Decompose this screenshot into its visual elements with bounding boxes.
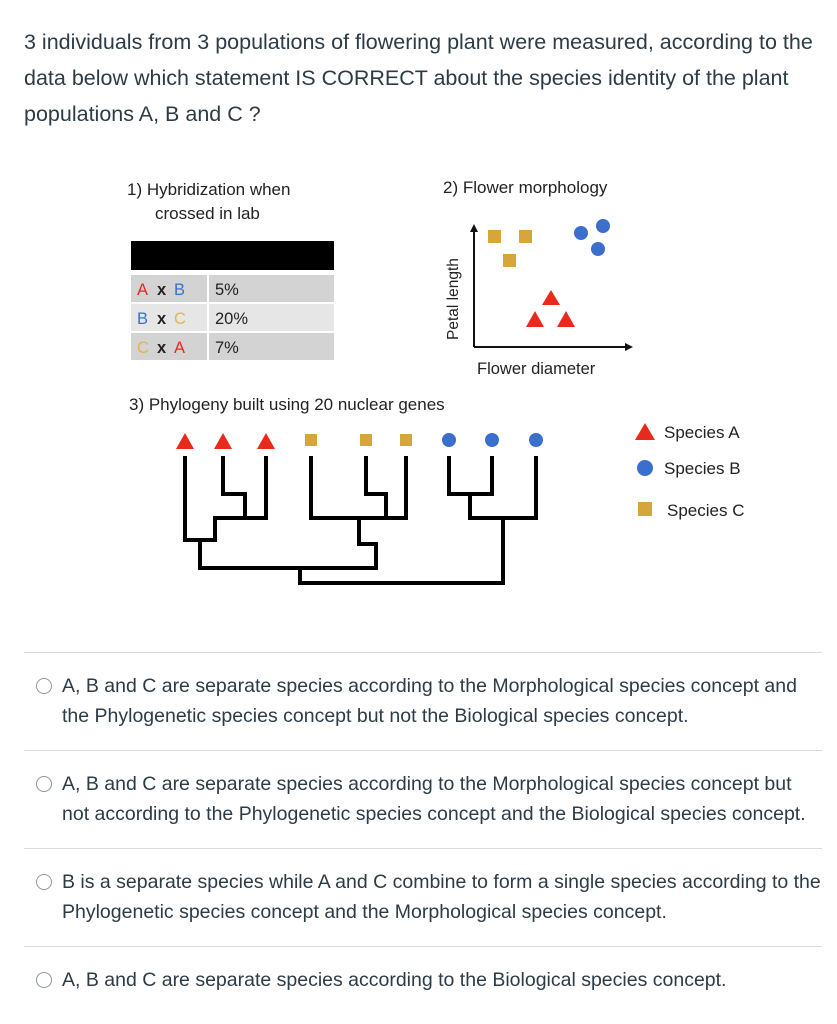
species-a-point (557, 311, 575, 327)
row1-value: 5% (215, 281, 239, 299)
legend-species-c-icon (638, 502, 652, 516)
tip-species-b (529, 433, 543, 447)
row3-value: 7% (215, 339, 239, 357)
tip-species-a (214, 433, 232, 449)
row2-x: x (157, 310, 167, 328)
species-c-point (488, 230, 501, 243)
tip-species-b (442, 433, 456, 447)
row2-left: B (137, 310, 148, 328)
phylogeny-tree (176, 433, 543, 585)
species-a-point (542, 290, 560, 305)
species-b-point (596, 219, 610, 233)
answer-option-text: A, B and C are separate species accordin… (62, 773, 806, 825)
answer-option[interactable]: A, B and C are separate species accordin… (24, 652, 822, 750)
radio-button[interactable] (36, 776, 52, 792)
panel3-title: 3) Phylogeny built using 20 nuclear gene… (129, 395, 445, 414)
tip-species-a (257, 433, 275, 449)
row1-right: B (174, 281, 185, 299)
row1-left: A (137, 281, 148, 299)
y-axis-label: Petal length (445, 258, 462, 340)
morphology-plot: Petal length Flower diameter (445, 219, 633, 378)
tip-species-b (485, 433, 499, 447)
species-c-point (503, 254, 516, 267)
tip-species-c (305, 434, 317, 446)
panel2-title: 2) Flower morphology (443, 178, 608, 197)
row1-x: x (157, 281, 167, 299)
radio-button[interactable] (36, 874, 52, 890)
species-b-point (591, 242, 605, 256)
row3-left: C (137, 339, 149, 357)
radio-button[interactable] (36, 972, 52, 988)
answer-option[interactable]: A, B and C are separate species accordin… (24, 750, 822, 848)
tip-species-c (360, 434, 372, 446)
answer-option-text: A, B and C are separate species accordin… (62, 675, 797, 727)
row2-value: 20% (215, 310, 248, 328)
panel1-title-line1: 1) Hybridization when (127, 180, 290, 199)
y-axis-arrow-icon (470, 224, 478, 232)
x-axis-arrow-icon (625, 343, 633, 351)
tip-species-a (176, 433, 194, 449)
row3-x: x (157, 339, 167, 357)
legend-species-c-label: Species C (667, 501, 744, 520)
legend-species-a-label: Species A (664, 423, 740, 442)
species-b-point (574, 226, 588, 240)
row3-right: A (174, 339, 185, 357)
answer-option-text: A, B and C are separate species accordin… (62, 969, 727, 991)
table-row (131, 275, 334, 302)
legend-species-b-icon (637, 460, 653, 476)
x-axis-label: Flower diameter (477, 360, 596, 378)
hybrid-table: A x B 5% B x C 20% C x A 7% (131, 275, 334, 361)
radio-button[interactable] (36, 678, 52, 694)
panel1-title-line2: crossed in lab (155, 204, 260, 223)
table-row (131, 304, 334, 331)
row2-right: C (174, 310, 186, 328)
table-row (131, 333, 334, 360)
question-text: 3 individuals from 3 populations of flow… (24, 30, 813, 126)
legend-species-a-icon (635, 423, 655, 440)
species-c-point (519, 230, 532, 243)
figure: 1) Hybridization when crossed in lab A x… (127, 178, 744, 585)
legend-species-b-label: Species B (664, 459, 741, 478)
table-header (131, 241, 334, 270)
tip-species-c (400, 434, 412, 446)
answer-option[interactable]: B is a separate species while A and C co… (24, 848, 822, 946)
tree-branches (183, 456, 538, 585)
legend: Species A Species B Species C (635, 423, 744, 520)
species-a-point (526, 311, 544, 327)
answer-option-text: B is a separate species while A and C co… (62, 871, 821, 923)
answer-option[interactable]: A, B and C are separate species accordin… (24, 946, 822, 1014)
answer-options: A, B and C are separate species accordin… (24, 652, 822, 1014)
